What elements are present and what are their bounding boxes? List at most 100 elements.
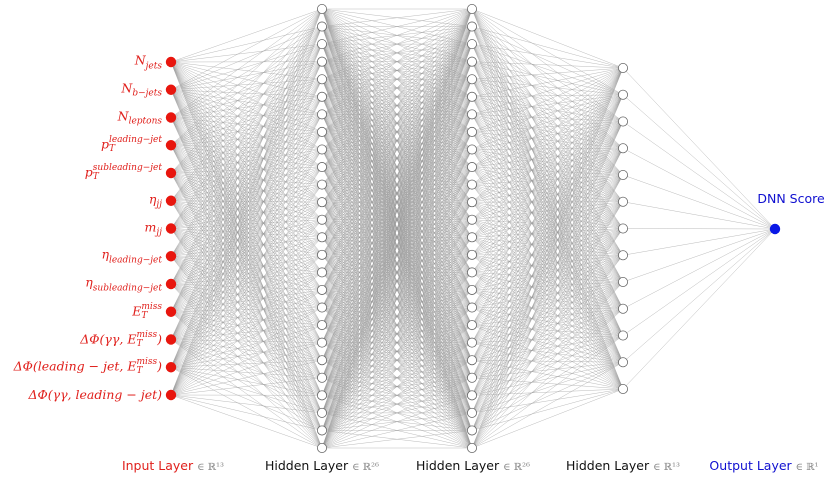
edge xyxy=(321,8,473,203)
edge xyxy=(622,228,776,390)
edge xyxy=(321,377,473,449)
hidden-node-l1-16 xyxy=(316,284,327,295)
label-base: p xyxy=(100,136,109,152)
hidden-node-l2-22 xyxy=(466,390,477,401)
edge xyxy=(622,228,776,336)
edge xyxy=(321,96,473,449)
edge xyxy=(471,307,624,336)
edge xyxy=(170,44,323,396)
edge xyxy=(170,89,323,98)
edge xyxy=(170,8,323,312)
edge xyxy=(471,79,624,363)
edge xyxy=(471,174,624,220)
edge xyxy=(471,61,624,256)
edge xyxy=(170,145,323,361)
edge xyxy=(170,200,323,431)
hidden-node-l1-25 xyxy=(316,442,327,453)
edge xyxy=(170,26,323,63)
hidden-node-l2-11 xyxy=(466,197,477,208)
edge xyxy=(471,254,624,309)
edge xyxy=(170,117,323,273)
edge xyxy=(471,67,624,220)
edge xyxy=(471,166,624,309)
edge xyxy=(170,79,323,340)
edge xyxy=(471,114,624,336)
edge xyxy=(321,8,473,27)
edge xyxy=(471,94,624,413)
edge xyxy=(170,145,323,220)
edge xyxy=(170,145,323,326)
edge xyxy=(321,8,473,378)
edge xyxy=(471,149,624,309)
input-node-3 xyxy=(165,140,177,151)
input-node-5 xyxy=(165,195,177,206)
edge xyxy=(321,8,473,185)
edge xyxy=(471,201,624,256)
edge xyxy=(471,26,624,95)
hidden-node-l1-21 xyxy=(316,372,327,383)
edge xyxy=(170,89,323,150)
edge xyxy=(170,184,323,396)
hidden-node-l3-11 xyxy=(618,357,629,368)
edge xyxy=(170,114,323,312)
edge xyxy=(170,172,323,273)
hidden-node-l1-22 xyxy=(316,390,327,401)
edge xyxy=(170,200,323,273)
edge xyxy=(170,367,323,431)
edge xyxy=(471,362,624,449)
label-scripts: b−jets xyxy=(132,89,162,99)
edge xyxy=(471,114,624,202)
edge xyxy=(622,94,776,230)
edge xyxy=(170,89,323,361)
edge xyxy=(170,96,323,257)
edge xyxy=(471,79,624,309)
edge xyxy=(170,117,323,378)
edge xyxy=(170,96,323,174)
edge xyxy=(471,219,624,390)
edge xyxy=(170,89,323,255)
edge xyxy=(471,272,624,283)
edge xyxy=(170,131,323,146)
edge xyxy=(471,166,624,363)
edge xyxy=(471,67,624,449)
edge xyxy=(170,283,323,414)
edge xyxy=(471,201,624,336)
edge xyxy=(471,377,624,390)
label-scripts: leptons xyxy=(129,117,162,126)
edge xyxy=(321,324,473,449)
edge xyxy=(170,26,323,201)
edge xyxy=(471,307,624,363)
edge xyxy=(170,61,323,326)
edge xyxy=(170,117,323,220)
hidden-node-l2-9 xyxy=(466,162,477,173)
edge xyxy=(170,61,323,368)
input-node-9 xyxy=(165,306,177,317)
edge xyxy=(471,201,624,220)
edge xyxy=(471,335,624,361)
edge xyxy=(471,219,624,256)
edge xyxy=(170,283,323,449)
edge xyxy=(622,201,776,230)
edge xyxy=(471,96,624,390)
hidden-node-l1-24 xyxy=(316,425,327,436)
edge xyxy=(471,96,624,149)
edge xyxy=(170,61,323,220)
hidden-node-l2-19 xyxy=(466,337,477,348)
edge xyxy=(471,201,624,273)
edges-layer-0-to-1 xyxy=(170,8,323,449)
edge xyxy=(170,117,323,238)
edge xyxy=(471,166,624,202)
label-superscript: miss xyxy=(141,301,162,312)
edge xyxy=(170,61,323,133)
edge xyxy=(170,26,323,340)
edge xyxy=(471,201,624,309)
edge xyxy=(471,94,624,449)
edge xyxy=(471,149,624,229)
edge xyxy=(471,254,624,390)
hidden-node-l2-12 xyxy=(466,214,477,225)
edge xyxy=(170,283,323,343)
edge xyxy=(471,307,624,390)
edge xyxy=(170,131,323,201)
